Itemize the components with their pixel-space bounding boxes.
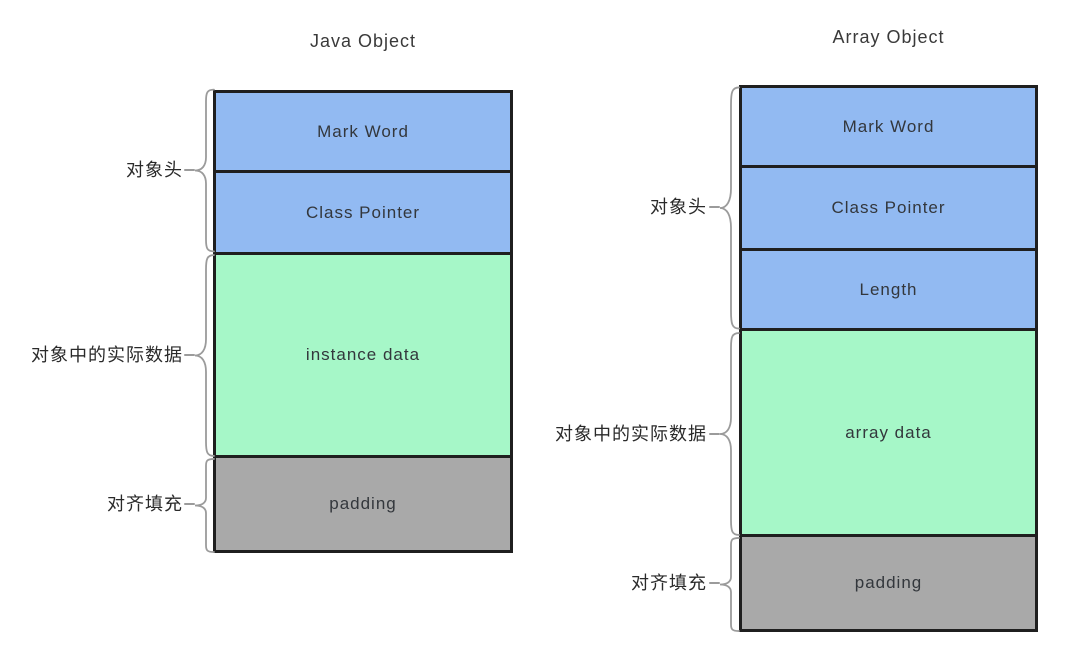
row-mark-word: Mark Word [216, 93, 510, 170]
row-class-pointer: Class Pointer [742, 168, 1035, 248]
brace-tick [709, 582, 720, 584]
brace-tick [709, 433, 720, 435]
group-label-alignment-padding: 对齐填充 [107, 494, 183, 514]
array-object-title: Array Object [832, 27, 945, 47]
brace-array-data [719, 331, 739, 537]
group-label-alignment-padding: 对齐填充 [631, 573, 707, 593]
row-padding: padding [742, 537, 1035, 629]
brace-tick [184, 503, 195, 505]
brace-tick [184, 354, 195, 356]
row-padding: padding [216, 458, 510, 550]
group-label-object-header: 对象头 [126, 160, 183, 180]
row-class-pointer: Class Pointer [216, 173, 510, 252]
brace-instance-data [194, 253, 214, 458]
brace-tick [184, 169, 195, 171]
brace-object-header [719, 85, 739, 331]
java-object-title: Java Object [309, 31, 417, 51]
row-instance-data: instance data [216, 255, 510, 455]
group-label-actual-data: 对象中的实际数据 [31, 345, 183, 365]
brace-tick [709, 206, 720, 208]
row-mark-word: Mark Word [742, 88, 1035, 165]
row-array-data: array data [742, 331, 1035, 534]
group-label-actual-data: 对象中的实际数据 [555, 424, 707, 444]
row-length: Length [742, 251, 1035, 328]
array-object-stack: Mark Word Class Pointer Length array dat… [739, 85, 1038, 632]
brace-alignment-padding [719, 537, 739, 632]
brace-alignment-padding [194, 458, 214, 553]
java-object-stack: Mark Word Class Pointer instance data pa… [213, 90, 513, 553]
brace-object-header [194, 88, 214, 253]
group-label-object-header: 对象头 [650, 197, 707, 217]
